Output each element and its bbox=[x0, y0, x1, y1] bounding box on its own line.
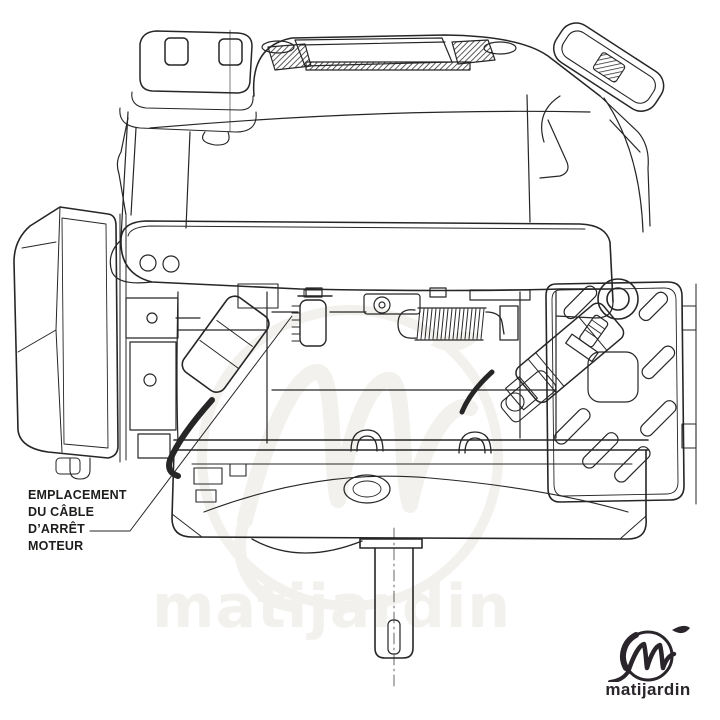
muffler-guard bbox=[545, 281, 697, 505]
crankshaft bbox=[359, 527, 423, 689]
callout-line: MOTEUR bbox=[28, 539, 84, 553]
callout-line: D’ARRÊT bbox=[28, 522, 85, 536]
recoil-starter-handle bbox=[539, 22, 665, 227]
watermark-swirl-mark bbox=[197, 305, 503, 612]
governor-spring bbox=[397, 305, 519, 341]
muffler bbox=[459, 302, 625, 423]
top-cover bbox=[252, 34, 601, 97]
callout-leader-line bbox=[89, 315, 293, 532]
callout-line: DU CÂBLE bbox=[28, 505, 95, 519]
spark-plug-boot bbox=[166, 283, 279, 479]
brand-logo: matijardin bbox=[588, 616, 708, 700]
callout-stop-cable-label: EMPLACEMENT DU CÂBLE D’ARRÊT MOTEUR bbox=[28, 487, 127, 555]
callout-line: EMPLACEMENT bbox=[28, 488, 127, 502]
brand-wordmark: matijardin bbox=[605, 680, 691, 699]
lifting-eye-bolt bbox=[565, 278, 639, 363]
fuel-cap bbox=[119, 29, 257, 146]
brand-mark-icon bbox=[608, 625, 690, 682]
stop-cable-bracket bbox=[291, 289, 333, 347]
blower-shroud-upper bbox=[120, 94, 644, 239]
air-filter-cover bbox=[13, 206, 127, 480]
fuel-tank-corner bbox=[116, 117, 137, 216]
blower-shroud-band bbox=[109, 220, 614, 319]
mounting-base bbox=[171, 429, 649, 554]
